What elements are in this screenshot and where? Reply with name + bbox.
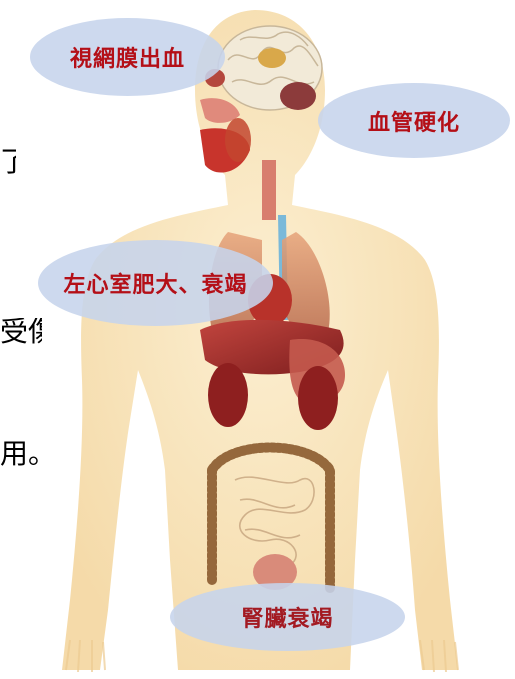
label-arteriosclerosis: 血管硬化 bbox=[318, 83, 510, 158]
label-retinal-hemorrhage: 視網膜出血 bbox=[30, 18, 225, 96]
kidney-right bbox=[298, 366, 338, 430]
left-text-line-1: 了 bbox=[0, 148, 16, 176]
label-left-ventricular-hypertrophy: 左心室肥大、衰竭 bbox=[38, 240, 273, 326]
left-text-line-2: 受傷 bbox=[0, 318, 42, 346]
brain-inner-icon bbox=[258, 48, 286, 68]
trachea bbox=[262, 160, 276, 220]
cerebellum-icon bbox=[280, 82, 316, 110]
kidney-left bbox=[208, 363, 248, 427]
label-kidney-failure: 腎臟衰竭 bbox=[170, 583, 405, 651]
left-text-line-3: 用。 bbox=[0, 440, 48, 468]
